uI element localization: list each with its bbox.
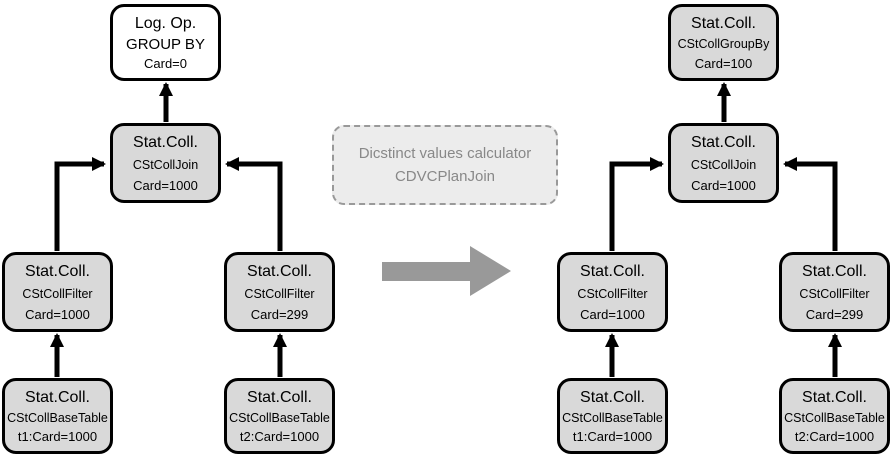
- node-cardinality: t1:Card=1000: [572, 429, 653, 444]
- node-cardinality: t1:Card=1000: [17, 429, 98, 444]
- node-cardinality: Card=100: [694, 56, 753, 71]
- edge-left-filterright-to-join: [225, 157, 283, 251]
- node-operator: CStCollJoin: [690, 157, 757, 172]
- node-right-join: Stat.Coll. CStCollJoin Card=1000: [668, 123, 779, 203]
- node-title: Stat.Coll.: [802, 263, 867, 280]
- node-left-filter-right: Stat.Coll. CStCollFilter Card=299: [224, 252, 335, 332]
- node-title: Stat.Coll.: [247, 263, 312, 280]
- node-title: Stat.Coll.: [580, 263, 645, 280]
- node-title: Log. Op.: [134, 15, 197, 32]
- node-title: Stat.Coll.: [580, 389, 645, 406]
- node-operator: CStCollFilter: [22, 286, 93, 301]
- node-left-filter-left: Stat.Coll. CStCollFilter Card=1000: [2, 252, 113, 332]
- node-cardinality: t2:Card=1000: [794, 429, 875, 444]
- node-cardinality: Card=1000: [580, 307, 645, 322]
- node-left-basetable-t1: Stat.Coll. CStCollBaseTable t1:Card=1000: [2, 378, 113, 454]
- node-title: Stat.Coll.: [25, 263, 90, 280]
- node-left-groupby: Log. Op. GROUP BY Card=0: [110, 4, 221, 81]
- calculator-annotation-box: Dicstinct values calculator CDVCPlanJoin: [332, 125, 558, 205]
- node-right-filter-right: Stat.Coll. CStCollFilter Card=299: [779, 252, 890, 332]
- node-cardinality: Card=1000: [25, 307, 90, 322]
- node-operator: GROUP BY: [126, 36, 205, 53]
- node-left-join: Stat.Coll. CStCollJoin Card=1000: [110, 123, 221, 203]
- node-cardinality: t2:Card=1000: [239, 429, 320, 444]
- node-cardinality: Card=299: [805, 307, 864, 322]
- node-title: Stat.Coll.: [25, 389, 90, 406]
- node-cardinality: Card=299: [250, 307, 309, 322]
- node-title: Stat.Coll.: [802, 389, 867, 406]
- node-title: Stat.Coll.: [247, 389, 312, 406]
- node-right-basetable-t1: Stat.Coll. CStCollBaseTable t1:Card=1000: [557, 378, 668, 454]
- edge-right-filterright-to-join: [783, 157, 838, 251]
- edge-left-filterleft-to-join: [54, 157, 106, 251]
- edge-right-filterleft-to-join: [609, 157, 664, 251]
- node-operator: CStCollGroupBy: [677, 37, 770, 52]
- node-operator: CStCollBaseTable: [229, 410, 330, 425]
- node-operator: CStCollFilter: [244, 286, 315, 301]
- node-cardinality: Card=1000: [691, 178, 756, 193]
- node-cardinality: Card=0: [144, 56, 187, 71]
- node-operator: CStCollFilter: [799, 286, 870, 301]
- node-right-basetable-t2: Stat.Coll. CStCollBaseTable t2:Card=1000: [779, 378, 890, 454]
- node-left-basetable-t2: Stat.Coll. CStCollBaseTable t2:Card=1000: [224, 378, 335, 454]
- node-operator: CStCollJoin: [132, 157, 199, 172]
- node-operator: CStCollBaseTable: [562, 410, 663, 425]
- node-title: Stat.Coll.: [133, 134, 198, 151]
- node-operator: CStCollBaseTable: [784, 410, 885, 425]
- annotation-class-name: CDVCPlanJoin: [394, 168, 496, 185]
- node-operator: CStCollFilter: [577, 286, 648, 301]
- node-right-groupby: Stat.Coll. CStCollGroupBy Card=100: [668, 4, 779, 81]
- node-title: Stat.Coll.: [691, 134, 756, 151]
- node-title: Stat.Coll.: [691, 15, 756, 32]
- transform-arrow-icon: [382, 246, 511, 296]
- node-cardinality: Card=1000: [133, 178, 198, 193]
- node-right-filter-left: Stat.Coll. CStCollFilter Card=1000: [557, 252, 668, 332]
- node-operator: CStCollBaseTable: [7, 410, 108, 425]
- annotation-text: Dicstinct values calculator: [358, 145, 532, 162]
